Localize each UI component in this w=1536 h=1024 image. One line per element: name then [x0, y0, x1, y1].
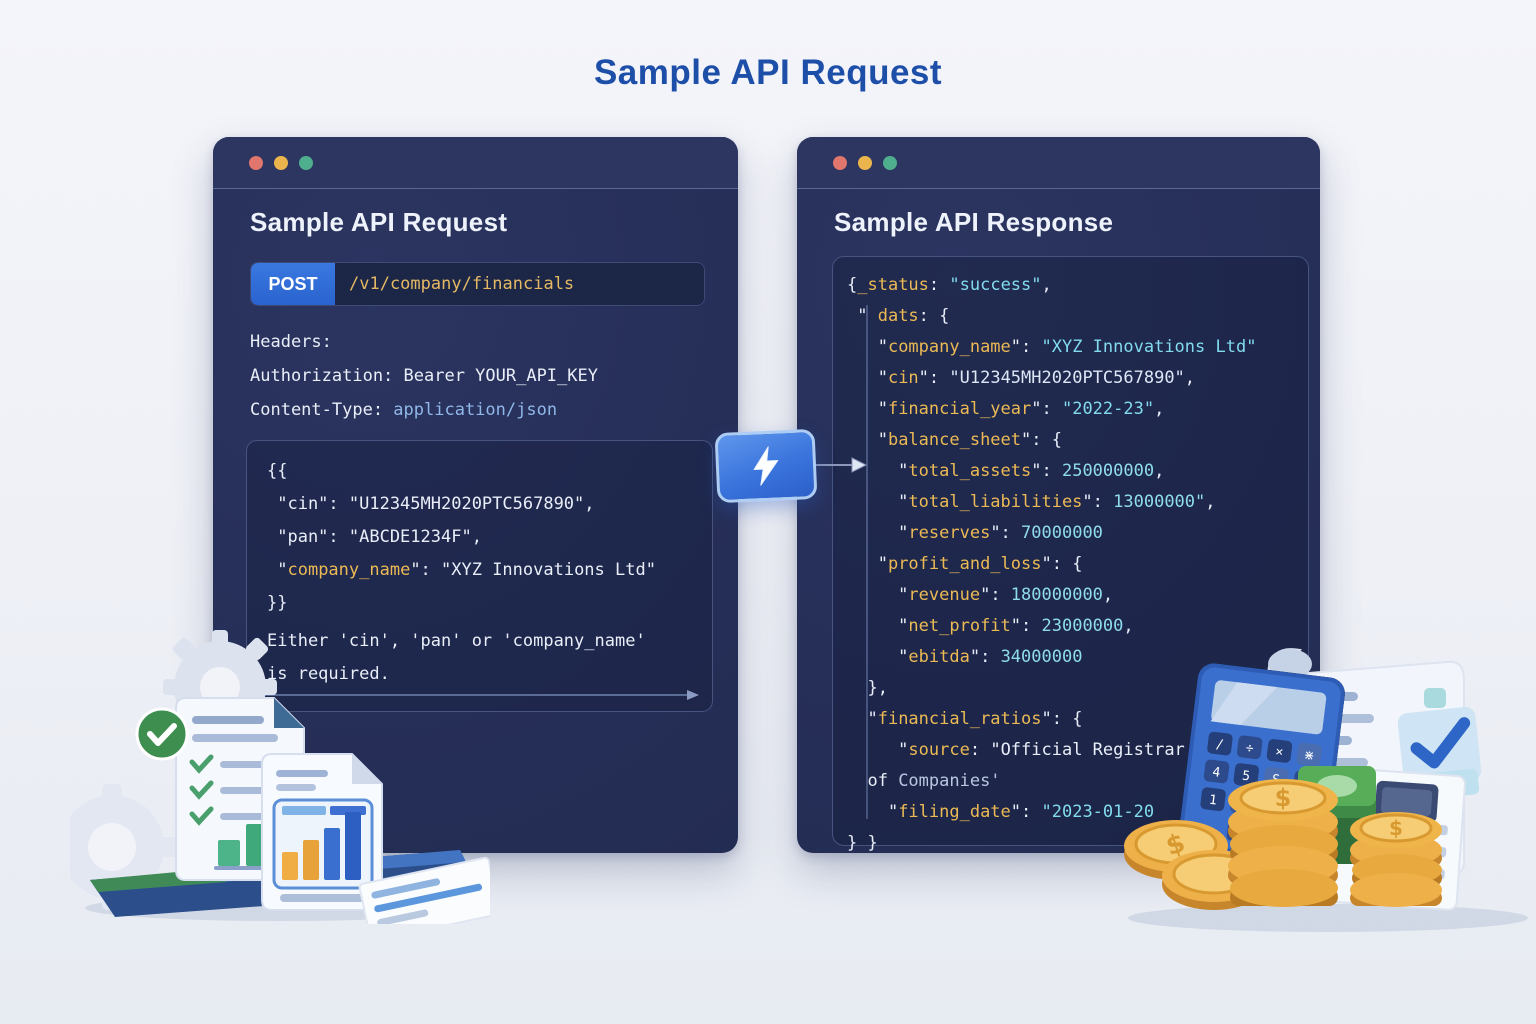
check-badge-icon	[135, 707, 189, 761]
code-line: "total_liabilities": 13000000",	[847, 492, 1216, 512]
code-line: "cin": "U12345MH2020PTC567890",	[847, 368, 1196, 388]
api-transfer-badge	[714, 428, 818, 504]
minimize-icon[interactable]	[274, 155, 288, 170]
coins-icon: $ $ $	[1124, 779, 1442, 910]
code-line: "filing_date": "2023-01-20	[847, 802, 1155, 822]
minimize-icon[interactable]	[858, 155, 872, 170]
maximize-icon[interactable]	[883, 155, 897, 170]
request-headers: Headers: Authorization: Bearer YOUR_API_K…	[250, 325, 598, 427]
code-line: Content-Type: application/json	[250, 400, 558, 420]
close-icon[interactable]	[833, 155, 847, 170]
code-line: } }	[847, 833, 878, 853]
code-line: "profit_and_loss": {	[847, 554, 1083, 574]
svg-text:÷: ÷	[1245, 741, 1255, 757]
maximize-icon[interactable]	[299, 155, 313, 170]
code-line: "pan": "ABCDE1234F",	[267, 527, 482, 547]
endpoint-url[interactable]: /v1/company/financials	[349, 274, 575, 294]
code-line: Headers:	[250, 332, 332, 352]
code-line: " dats: {	[847, 306, 950, 326]
code-line: "cin": "U12345MH2020PTC567890",	[267, 494, 595, 514]
response-window-titlebar	[797, 137, 1320, 189]
close-icon[interactable]	[249, 155, 263, 170]
svg-text:/: /	[1215, 737, 1225, 753]
request-window-titlebar	[213, 137, 738, 189]
svg-text:5: 5	[1241, 769, 1251, 785]
request-window-title: Sample API Request	[250, 207, 508, 237]
svg-text:×: ×	[1274, 744, 1284, 760]
svg-text:4: 4	[1212, 765, 1222, 781]
finance-calculator-illustration: / ÷ × ⋇ 4 5 S ↘ 1 2 S ✱ ↦ $	[1124, 648, 1528, 932]
code-line: "balance_sheet": {	[847, 430, 1062, 450]
page-title: Sample API Request	[593, 53, 943, 93]
gear-icon	[70, 784, 178, 910]
svg-text:⋇: ⋇	[1303, 748, 1316, 764]
request-note: Either 'cin', 'pan' or 'company_name'is …	[267, 625, 712, 691]
code-line: "company_name": "XYZ Innovations Ltd"	[847, 337, 1257, 357]
code-line: },	[847, 678, 888, 698]
endpoint-field[interactable]: POST /v1/company/financials	[250, 262, 705, 306]
response-json: {_status: "success", " dats: { "company_…	[847, 270, 1308, 859]
code-line: Authorization: Bearer YOUR_API_KEY	[250, 366, 598, 386]
code-line: is required.	[267, 664, 390, 684]
chart-document	[261, 753, 383, 911]
code-line: {_status: "success",	[847, 275, 1052, 295]
code-line: "revenue": 180000000,	[847, 585, 1114, 605]
code-line: "financial_ratios": {	[847, 709, 1083, 729]
lightning-icon	[753, 446, 779, 486]
code-line: }}	[267, 593, 288, 613]
code-line: Either 'cin', 'pan' or 'company_name'	[267, 631, 646, 651]
request-body-box: {{ "cin": "U12345MH2020PTC567890", "pan"…	[246, 440, 713, 712]
svg-text:$: $	[1389, 816, 1403, 840]
shadow	[1128, 904, 1528, 932]
code-line: of Companies'	[847, 771, 1001, 791]
request-flow-arrow-icon	[261, 690, 699, 700]
code-line: "financial_year": "2022-23",	[847, 399, 1165, 419]
response-window-title: Sample API Response	[834, 207, 1114, 237]
code-line: {{	[267, 461, 288, 481]
documents-checklist-illustration	[70, 630, 490, 924]
code-line: "ebitda": 34000000	[847, 647, 1083, 667]
receipt-slip	[358, 856, 490, 924]
svg-text:1: 1	[1208, 793, 1218, 809]
post-method-button[interactable]: POST	[251, 263, 335, 305]
code-line: "net_profit": 23000000,	[847, 616, 1134, 636]
indent-guide-line	[866, 305, 868, 819]
code-line: "company_name": "XYZ Innovations Ltd"	[267, 560, 656, 580]
svg-text:$: $	[1275, 784, 1292, 812]
checklist-document	[175, 697, 330, 881]
code-line: "total_assets": 250000000,	[847, 461, 1165, 481]
code-line: "reserves": 70000000	[847, 523, 1103, 543]
code-line: "source: "Official Registrar	[847, 740, 1185, 760]
request-body-json: {{ "cin": "U12345MH2020PTC567890", "pan"…	[267, 455, 712, 620]
